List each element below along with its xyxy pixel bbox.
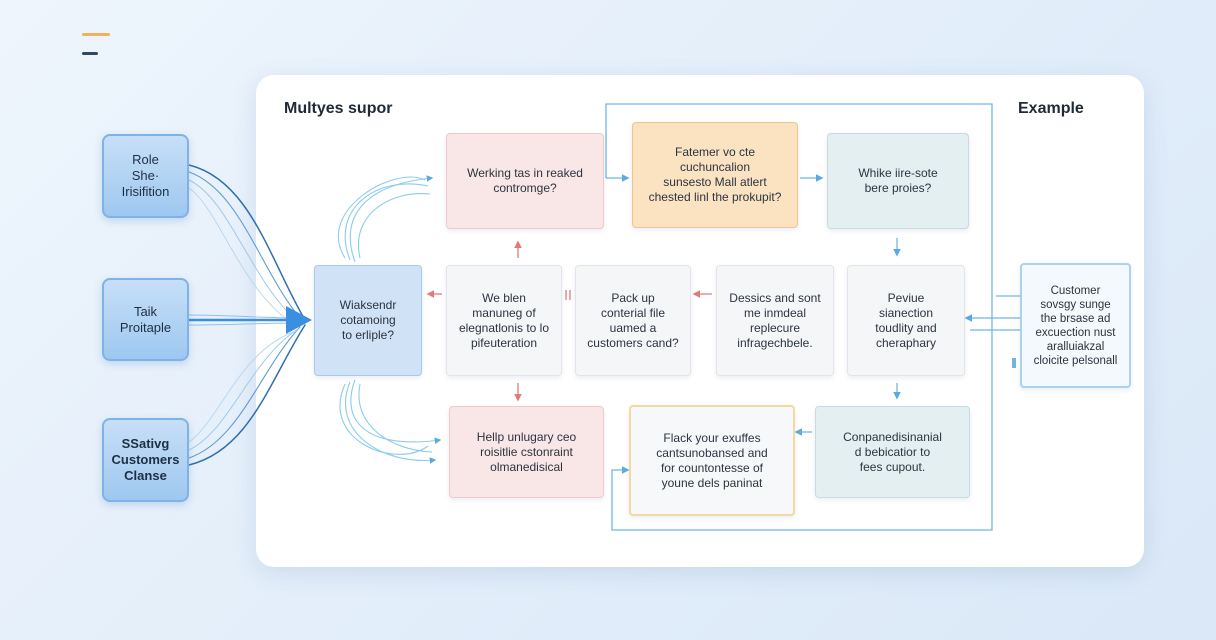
- node-top-left[interactable]: Werking tas in reaked contromge?: [446, 133, 604, 229]
- logo-bar-navy: [82, 52, 98, 55]
- example-title: Example: [1018, 100, 1084, 117]
- logo-bar-orange: [82, 33, 110, 36]
- node-hub[interactable]: Wiaksendr cotamoing to erliple?: [314, 265, 422, 376]
- node-bottom-right[interactable]: Conpanedisinanial d bebicatior to fees c…: [815, 406, 970, 498]
- node-mid-2[interactable]: Pack up conterial file uamed a customers…: [575, 265, 691, 376]
- node-mid-1[interactable]: We blen manuneg of elegnatlonis to lo pi…: [446, 265, 562, 376]
- left-node-customers[interactable]: SSativg Customers Clanse: [102, 418, 189, 502]
- node-bottom-mid[interactable]: Flack your exuffes cantsunobansed and fo…: [629, 405, 795, 516]
- node-bottom-left[interactable]: Hellp unlugary ceo roisitlie cstonraint …: [449, 406, 604, 498]
- node-mid-3[interactable]: Dessics and sont me inmdeal replecure in…: [716, 265, 834, 376]
- node-top-right[interactable]: Whike iire-sote bere proies?: [827, 133, 969, 229]
- node-mid-4[interactable]: Peviue sianection toudlity and cheraphar…: [847, 265, 965, 376]
- node-top-mid[interactable]: Fatemer vo cte cuchuncalion sunsesto Mal…: [632, 122, 798, 228]
- node-example[interactable]: Customer sovsgy sunge the brsase ad excu…: [1020, 263, 1131, 388]
- diagram-title: Multyes supor: [284, 100, 393, 117]
- left-node-role[interactable]: Role She· Irisifition: [102, 134, 189, 218]
- left-node-task[interactable]: Taik Proitaple: [102, 278, 189, 361]
